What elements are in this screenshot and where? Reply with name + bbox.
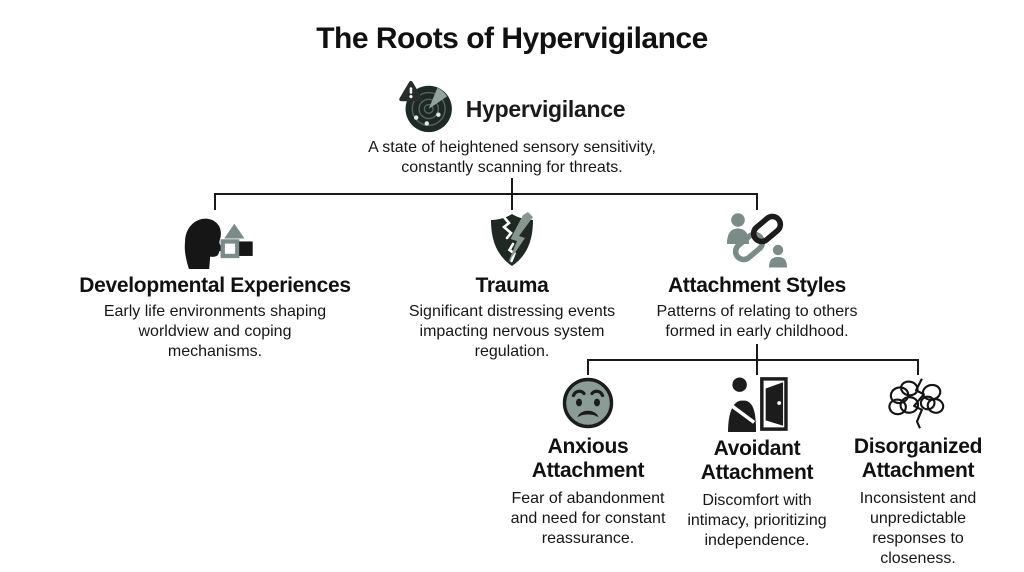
connector-drop-attachment [756,195,758,210]
connector-drop-trauma [511,195,513,210]
connector-level1-horizontal [214,193,758,195]
tangled-scribble-icon [818,376,1018,430]
branch-title: Attachment Styles [667,274,847,297]
sub-branch-description: Discomfort with intimacy, prioritizing i… [687,492,827,549]
root-node-title: Hypervigilance [465,96,626,122]
connector-attachment-stem [756,344,758,360]
worried-face-icon [488,376,688,430]
connector-root-stem [511,178,513,194]
sub-branch-title: Anxious Attachment [531,435,645,482]
connector-drop-anxious [587,361,589,375]
sub-branch-description: Inconsistent and unpredictable responses… [859,490,977,567]
person-leaving-door-icon [657,376,857,432]
branch-description: Patterns of relating to others formed in… [656,303,858,340]
page-title: The Roots of Hypervigilance [316,22,708,55]
node-hypervigilance: Hypervigilance [399,79,626,140]
node-anxious-attachment: Anxious Attachment Fear of abandonment a… [488,376,688,549]
node-disorganized-attachment: Disorganized Attachment Inconsistent and… [818,376,1018,569]
node-developmental-experiences: Developmental Experiences Early life env… [75,211,355,362]
chain-links-people-icon [637,211,877,269]
branch-description: Significant distressing events impacting… [408,303,616,360]
node-trauma: Trauma Significant distressing events im… [392,211,632,362]
branch-title: Trauma [475,274,549,297]
connector-drop-disorganized [917,361,919,375]
sub-branch-title: Avoidant Attachment [700,437,814,484]
sub-branch-description: Fear of abandonment and need for constan… [510,490,666,547]
child-building-blocks-icon [75,211,355,269]
branch-title: Developmental Experiences [79,274,351,297]
node-avoidant-attachment: Avoidant Attachment Discomfort with inti… [657,376,857,551]
broken-shield-lightning-icon [392,211,632,269]
connector-drop-developmental [214,195,216,210]
connector-drop-avoidant [756,361,758,375]
sub-branch-title: Disorganized Attachment [853,435,983,482]
branch-description: Early life environments shaping worldvie… [103,303,327,360]
connector-level2-horizontal [587,359,919,361]
node-attachment-styles: Attachment Styles Patterns of relating t… [637,211,877,342]
root-node-description: A state of heightened sensory sensitivit… [368,139,656,176]
radar-alert-icon [399,79,455,140]
